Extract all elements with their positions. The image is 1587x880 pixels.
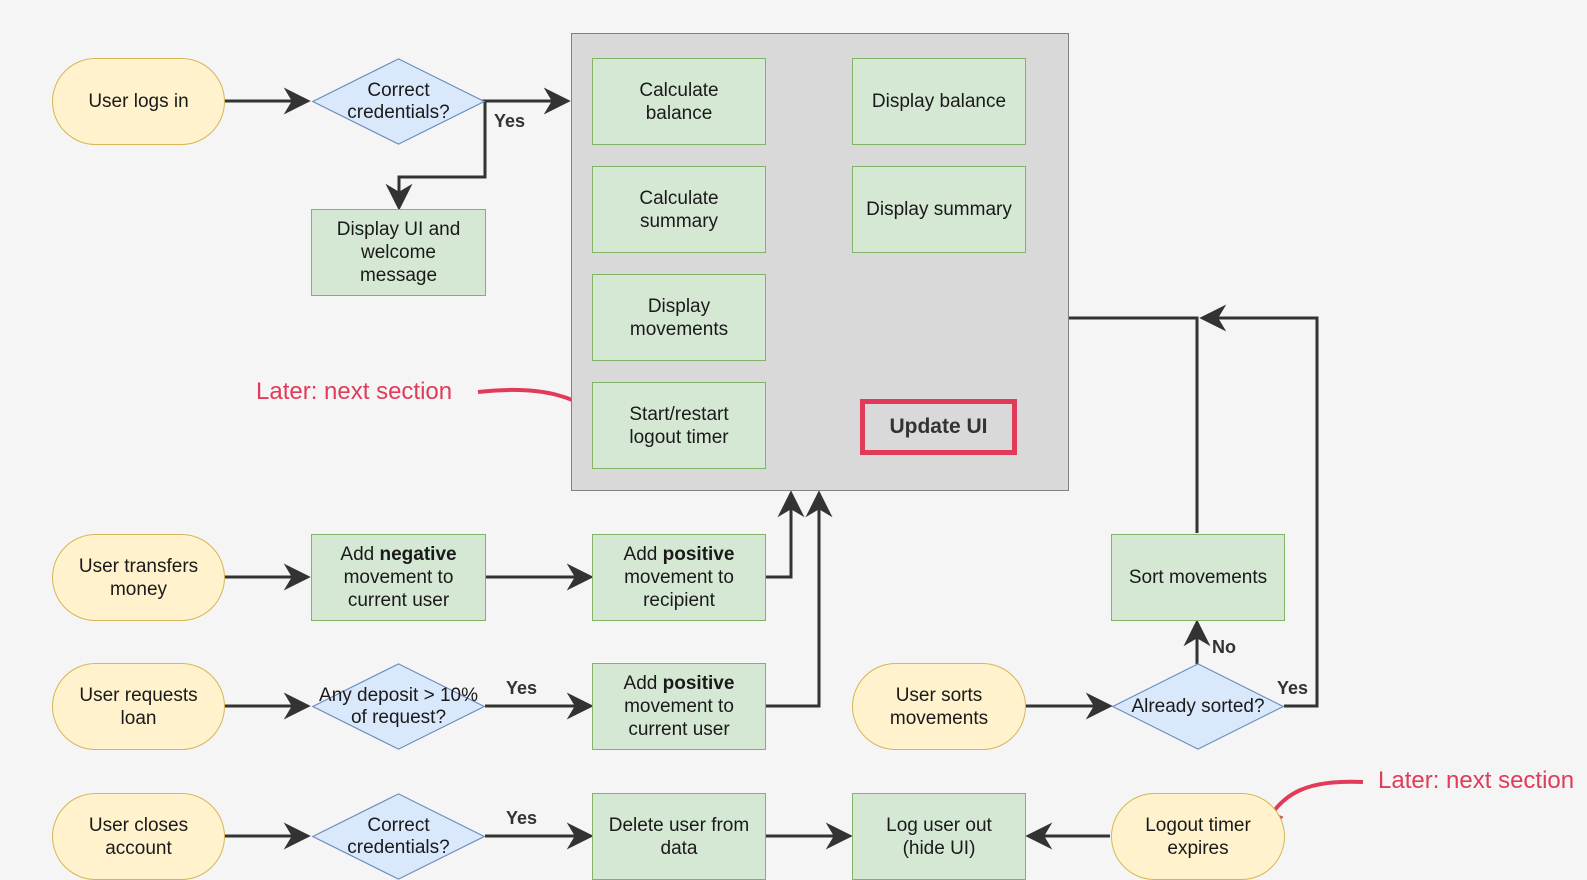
display-summary-label: Display summary [866,199,1012,220]
display-movements-node[interactable]: Display movements [592,274,766,361]
display-balance-node[interactable]: Display balance [852,58,1026,145]
correct-credentials-label-2: Correct credentials? [347,814,450,858]
diamond-shape [311,663,486,750]
sort-movements-node[interactable]: Sort movements [1111,534,1285,621]
display-ui-welcome-label: Display UI and welcome message [336,219,461,286]
log-user-out-node[interactable]: Log user out (hide UI) [852,793,1026,880]
add-positive-current-node[interactable]: Add positive movement to current user [592,663,766,750]
display-ui-welcome-node[interactable]: Display UI and welcome message [311,209,486,296]
sort-movements-label: Sort movements [1128,567,1268,588]
display-balance-label: Display balance [871,91,1007,112]
update-ui-label-box: Update UI [860,399,1017,455]
edge-positive-recipient-to-group [765,490,805,579]
edge-label-yes-login: Yes [494,111,526,131]
delete-user-node[interactable]: Delete user from data [592,793,766,880]
correct-credentials-decision-2[interactable]: Correct credentials? [311,793,486,880]
calculate-balance-node[interactable]: Calculate balance [592,58,766,145]
diamond-shape [1111,663,1285,750]
edge-label-yes-sort: Yes [1277,678,1309,698]
note-later-next-section-1: Later: next section [256,378,453,405]
start-restart-timer-node[interactable]: Start/restart logout timer [592,382,766,469]
user-sorts-movements-label: User sorts movements [889,684,989,729]
calculate-summary-node[interactable]: Calculate summary [592,166,766,253]
user-logs-in-node[interactable]: User logs in [52,58,225,145]
edge-label-yes-loan: Yes [506,678,538,698]
start-restart-timer-label: Start/restart logout timer [629,403,729,448]
any-deposit-label: Any deposit > 10% of request? [319,684,478,728]
note-later-next-section-2: Later: next section [1378,767,1575,794]
log-user-out-label: Log user out (hide UI) [886,814,992,859]
user-logs-in-label: User logs in [88,91,189,112]
display-summary-node[interactable]: Display summary [852,166,1026,253]
logout-timer-expires-label: Logout timer expires [1145,814,1251,859]
diamond-shape [311,58,486,145]
edge-credentials-to-welcome [385,101,487,211]
add-positive-current-label: Add positive movement to current user [623,673,735,740]
calculate-summary-label: Calculate summary [639,187,719,232]
add-positive-recipient-node[interactable]: Add positive movement to recipient [592,534,766,621]
add-negative-movement-node[interactable]: Add negative movement to current user [311,534,486,621]
logout-timer-expires-node[interactable]: Logout timer expires [1111,793,1285,880]
already-sorted-decision[interactable]: Already sorted? [1111,663,1285,750]
delete-user-label: Delete user from data [608,814,750,859]
user-transfers-money-label: User transfers money [78,555,199,600]
user-transfers-money-node[interactable]: User transfers money [52,534,225,621]
update-ui-label: Update UI [889,415,988,438]
display-movements-label: Display movements [629,295,729,340]
add-positive-recipient-label: Add positive movement to recipient [623,544,735,611]
edge-already-yes-to-movements [1199,304,1319,708]
correct-credentials-decision-1[interactable]: Correct credentials? [311,58,486,145]
calculate-balance-label: Calculate balance [639,79,719,124]
user-closes-account-node[interactable]: User closes account [52,793,225,880]
already-sorted-label: Already sorted? [1131,695,1265,717]
correct-credentials-label-1: Correct credentials? [347,79,450,123]
edge-label-yes-close: Yes [506,808,538,828]
user-closes-account-label: User closes account [88,814,189,859]
edge-positive-current-to-group [765,490,833,708]
user-requests-loan-node[interactable]: User requests loan [52,663,225,750]
edge-label-no-sort: No [1212,637,1236,657]
add-negative-movement-label: Add negative movement to current user [340,544,457,611]
user-requests-loan-label: User requests loan [79,684,198,729]
any-deposit-decision[interactable]: Any deposit > 10% of request? [311,663,486,750]
user-sorts-movements-node[interactable]: User sorts movements [852,663,1026,750]
